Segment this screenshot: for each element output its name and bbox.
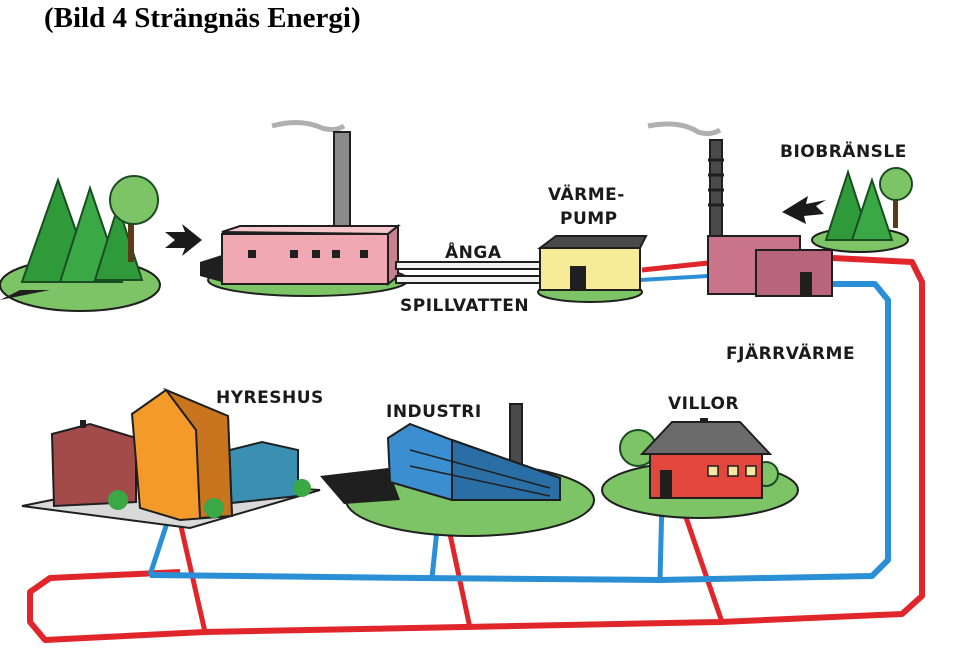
figure-caption: (Bild 4 Strängnäs Energi)	[44, 2, 361, 34]
supply-pipe-pump-to-plant	[641, 260, 709, 273]
label-varmepump-line1: VÄRME-	[548, 183, 625, 205]
deciduous-tree-icon	[879, 167, 913, 201]
arrow-left-icon	[782, 196, 826, 224]
label-spillvatten: SPILLVATTEN	[400, 296, 529, 316]
arrow-right-icon	[165, 224, 202, 256]
biomass-plant	[647, 121, 833, 297]
heat-pump-building	[537, 235, 648, 303]
return-pipe-pump-to-plant	[639, 274, 709, 282]
label-varmepump-line2: PUMP	[560, 209, 618, 229]
label-villor: VILLOR	[668, 394, 739, 414]
label-biobransle: BIOBRÄNSLE	[780, 140, 907, 162]
deciduous-tree-icon	[109, 175, 159, 225]
label-fjarrvarme: FJÄRRVÄRME	[726, 342, 855, 364]
supply-pipe-loop	[27, 255, 925, 643]
forest-right	[811, 167, 913, 253]
return-branch-hyreshus	[147, 519, 171, 576]
return-pipe-loop	[149, 281, 891, 583]
label-industri: INDUSTRI	[386, 402, 482, 422]
forest-left	[0, 175, 161, 312]
tree-icon	[0, 290, 50, 300]
pink-factory	[200, 120, 409, 297]
smoke-icon	[647, 121, 722, 137]
supply-branch-industri	[444, 519, 473, 629]
apartment-buildings	[21, 387, 321, 530]
label-hyreshus: HYRESHUS	[216, 388, 324, 408]
pine-tree-icon	[850, 176, 894, 241]
label-anga: ÅNGA	[445, 240, 502, 263]
industry-building	[320, 403, 595, 537]
villa-house	[601, 418, 799, 519]
supply-branch-villor	[677, 499, 725, 623]
smoke-icon	[271, 120, 346, 133]
steam-pipes	[395, 261, 543, 284]
